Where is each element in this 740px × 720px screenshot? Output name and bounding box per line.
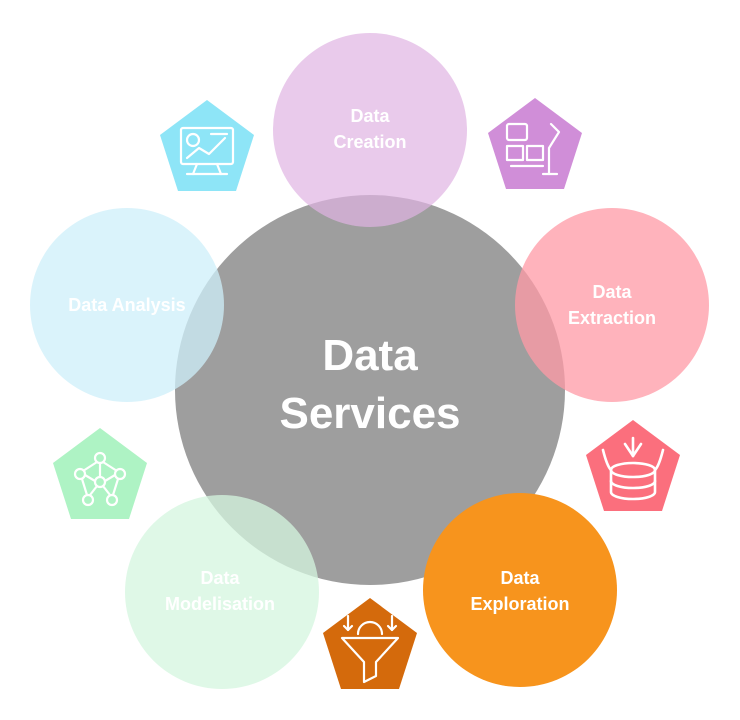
center-title-line1: Data	[322, 331, 418, 380]
exploration-label-line1: Data	[500, 568, 540, 588]
center-title-line2: Services	[279, 389, 460, 438]
dashboard-chart-icon	[160, 100, 254, 191]
creation-label-line1: Data	[350, 106, 390, 126]
analysis-circle	[30, 208, 224, 402]
analysis-label: Data Analysis	[68, 295, 185, 315]
creation-circle	[273, 33, 467, 227]
extraction-label-line1: Data	[592, 282, 632, 302]
database-import-icon	[586, 420, 680, 511]
filter-funnel-icon	[323, 598, 417, 689]
modelisation-circle	[125, 495, 319, 689]
extraction-label-line2: Extraction	[568, 308, 656, 328]
center-circle	[175, 195, 565, 585]
extraction-circle	[515, 208, 709, 402]
creation-label-line2: Creation	[333, 132, 406, 152]
exploration-circle	[423, 493, 617, 687]
neural-network-icon	[53, 428, 147, 519]
exploration-label-line2: Exploration	[470, 594, 569, 614]
modelisation-label-line1: Data	[200, 568, 240, 588]
modelisation-label-line2: Modelisation	[165, 594, 275, 614]
robot-arm-automation-icon	[488, 98, 582, 189]
